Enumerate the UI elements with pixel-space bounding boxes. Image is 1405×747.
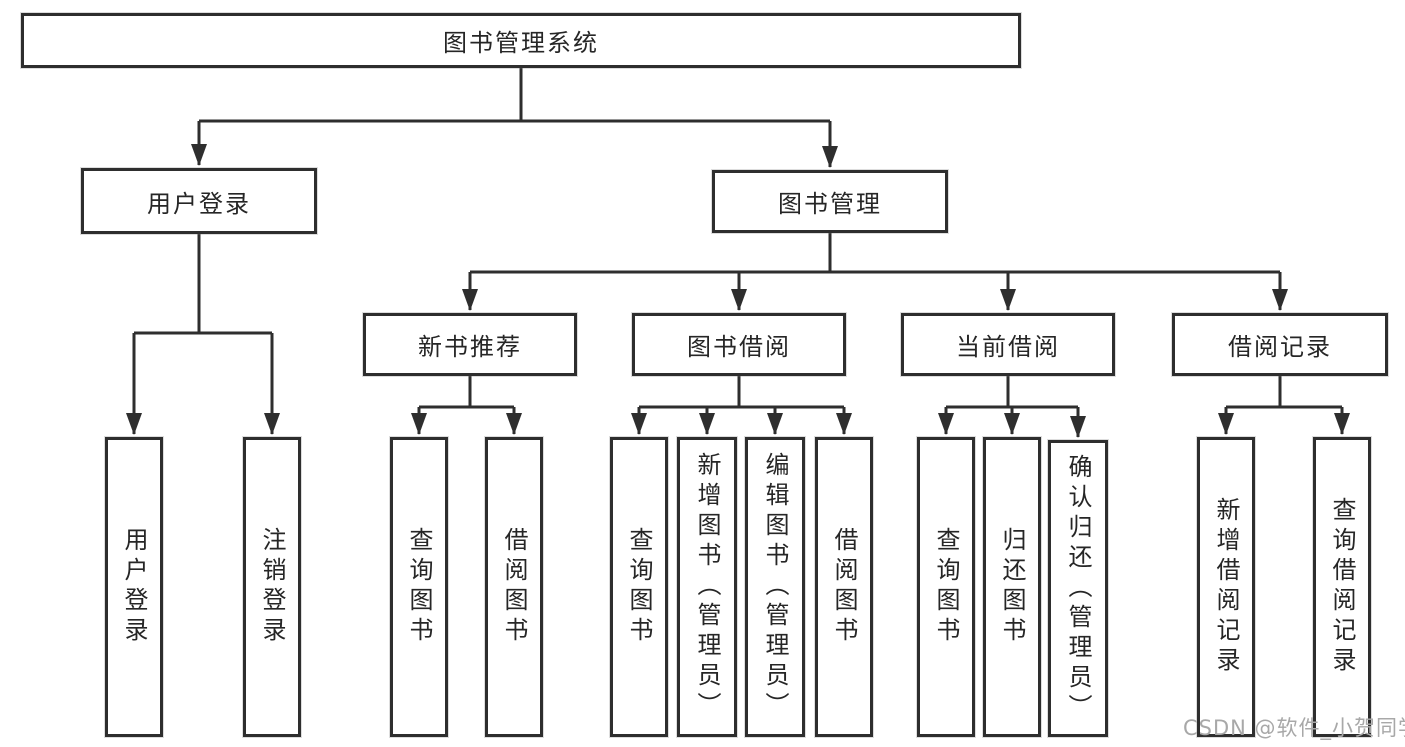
leaf-label: 借阅图书	[500, 527, 528, 647]
node-label: 借阅记录	[1228, 333, 1332, 361]
node-borrow-records: 借阅记录	[1172, 313, 1388, 376]
node-label: 图书管理	[778, 190, 882, 218]
csdn-watermark: CSDN @软件_小贺同学	[1183, 716, 1405, 740]
leaf-logout: 注销登录	[243, 437, 301, 737]
node-book-borrow: 图书借阅	[632, 313, 846, 376]
leaf-query-books-current: 查询图书	[917, 437, 975, 737]
leaf-label: 查询图书	[405, 527, 433, 647]
leaf-label: 查询图书	[625, 527, 653, 647]
leaf-label: 确认归还（管理员）	[1064, 453, 1092, 724]
node-user-login: 用户登录	[81, 168, 317, 234]
leaf-add-books-admin: 新增图书（管理员）	[677, 437, 737, 737]
node-label: 新书推荐	[418, 333, 522, 361]
node-current-borrow: 当前借阅	[901, 313, 1115, 376]
node-book-management: 图书管理	[712, 170, 948, 233]
leaf-label: 新增借阅记录	[1212, 497, 1240, 677]
leaf-borrow-books: 借阅图书	[815, 437, 873, 737]
node-new-book-recommend: 新书推荐	[363, 313, 577, 376]
leaf-query-books-borrow: 查询图书	[610, 437, 668, 737]
leaf-edit-books-admin: 编辑图书（管理员）	[745, 437, 805, 737]
leaf-label: 编辑图书（管理员）	[761, 452, 789, 722]
node-label: 当前借阅	[956, 333, 1060, 361]
leaf-label: 新增图书（管理员）	[693, 452, 721, 722]
leaf-add-borrow-record: 新增借阅记录	[1197, 437, 1255, 737]
leaf-user-login: 用户登录	[105, 437, 163, 737]
leaf-query-books-recommend: 查询图书	[390, 437, 448, 737]
leaf-label: 借阅图书	[830, 527, 858, 647]
leaf-label: 用户登录	[120, 527, 148, 647]
leaf-label: 归还图书	[998, 527, 1026, 647]
leaf-confirm-return-admin: 确认归还（管理员）	[1048, 440, 1108, 737]
leaf-return-books: 归还图书	[983, 437, 1041, 737]
node-label: 图书管理系统	[443, 29, 599, 57]
leaf-borrow-books-recommend: 借阅图书	[485, 437, 543, 737]
leaf-label: 查询借阅记录	[1328, 497, 1356, 677]
leaf-query-borrow-record: 查询借阅记录	[1313, 437, 1371, 737]
node-label: 图书借阅	[687, 333, 791, 361]
node-library-management-system: 图书管理系统	[21, 13, 1021, 68]
node-label: 用户登录	[147, 189, 251, 218]
leaf-label: 查询图书	[932, 527, 960, 647]
leaf-label: 注销登录	[258, 527, 286, 647]
